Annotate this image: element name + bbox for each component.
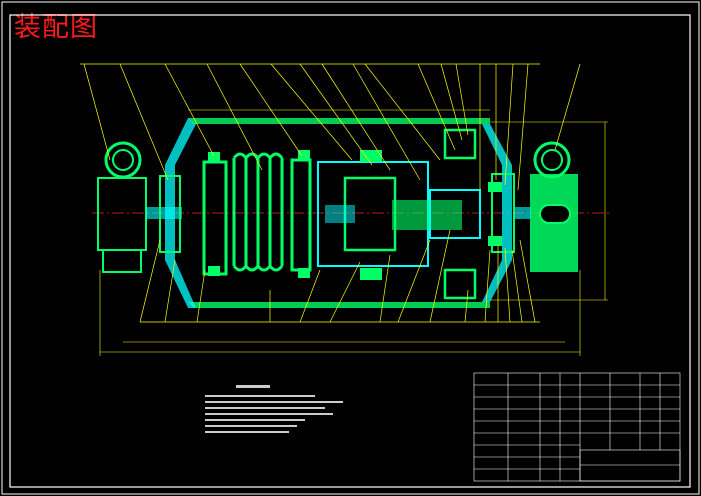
leader-lines-top [80,63,581,191]
stator-fins [202,152,312,276]
inner-frame [9,14,691,488]
drawing-title: 装配图 [14,12,98,43]
drum-shell [159,118,515,308]
dimension-lines [99,109,608,356]
gear-assembly [317,128,481,300]
bearings [208,150,502,280]
leader-lines-bottom [139,229,540,323]
right-support [515,141,578,272]
parts-list [473,372,681,482]
tech-notes [205,385,343,433]
